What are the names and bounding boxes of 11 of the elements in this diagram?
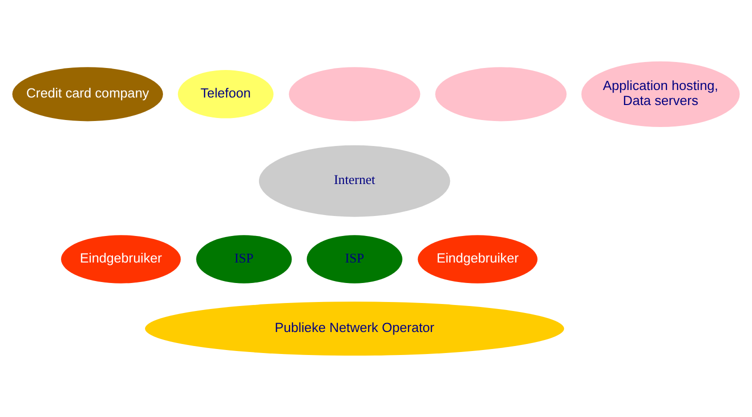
node-ellipse: ISP: [196, 235, 292, 284]
node-ellipse: Internet: [258, 145, 450, 217]
node-ellipse: [435, 67, 567, 122]
node-ellipse: Eindgebruiker: [418, 235, 538, 284]
node-ellipse: ISP: [306, 235, 402, 284]
node-ellipse: Telefoon: [178, 70, 274, 118]
node-ellipse: [288, 67, 420, 122]
node-ellipse: Credit card company: [12, 67, 163, 122]
node-ellipse: Application hosting, Data servers: [581, 61, 740, 128]
node-ellipse: Eindgebruiker: [61, 235, 181, 284]
node-ellipse: Publieke Netwerk Operator: [145, 302, 564, 356]
